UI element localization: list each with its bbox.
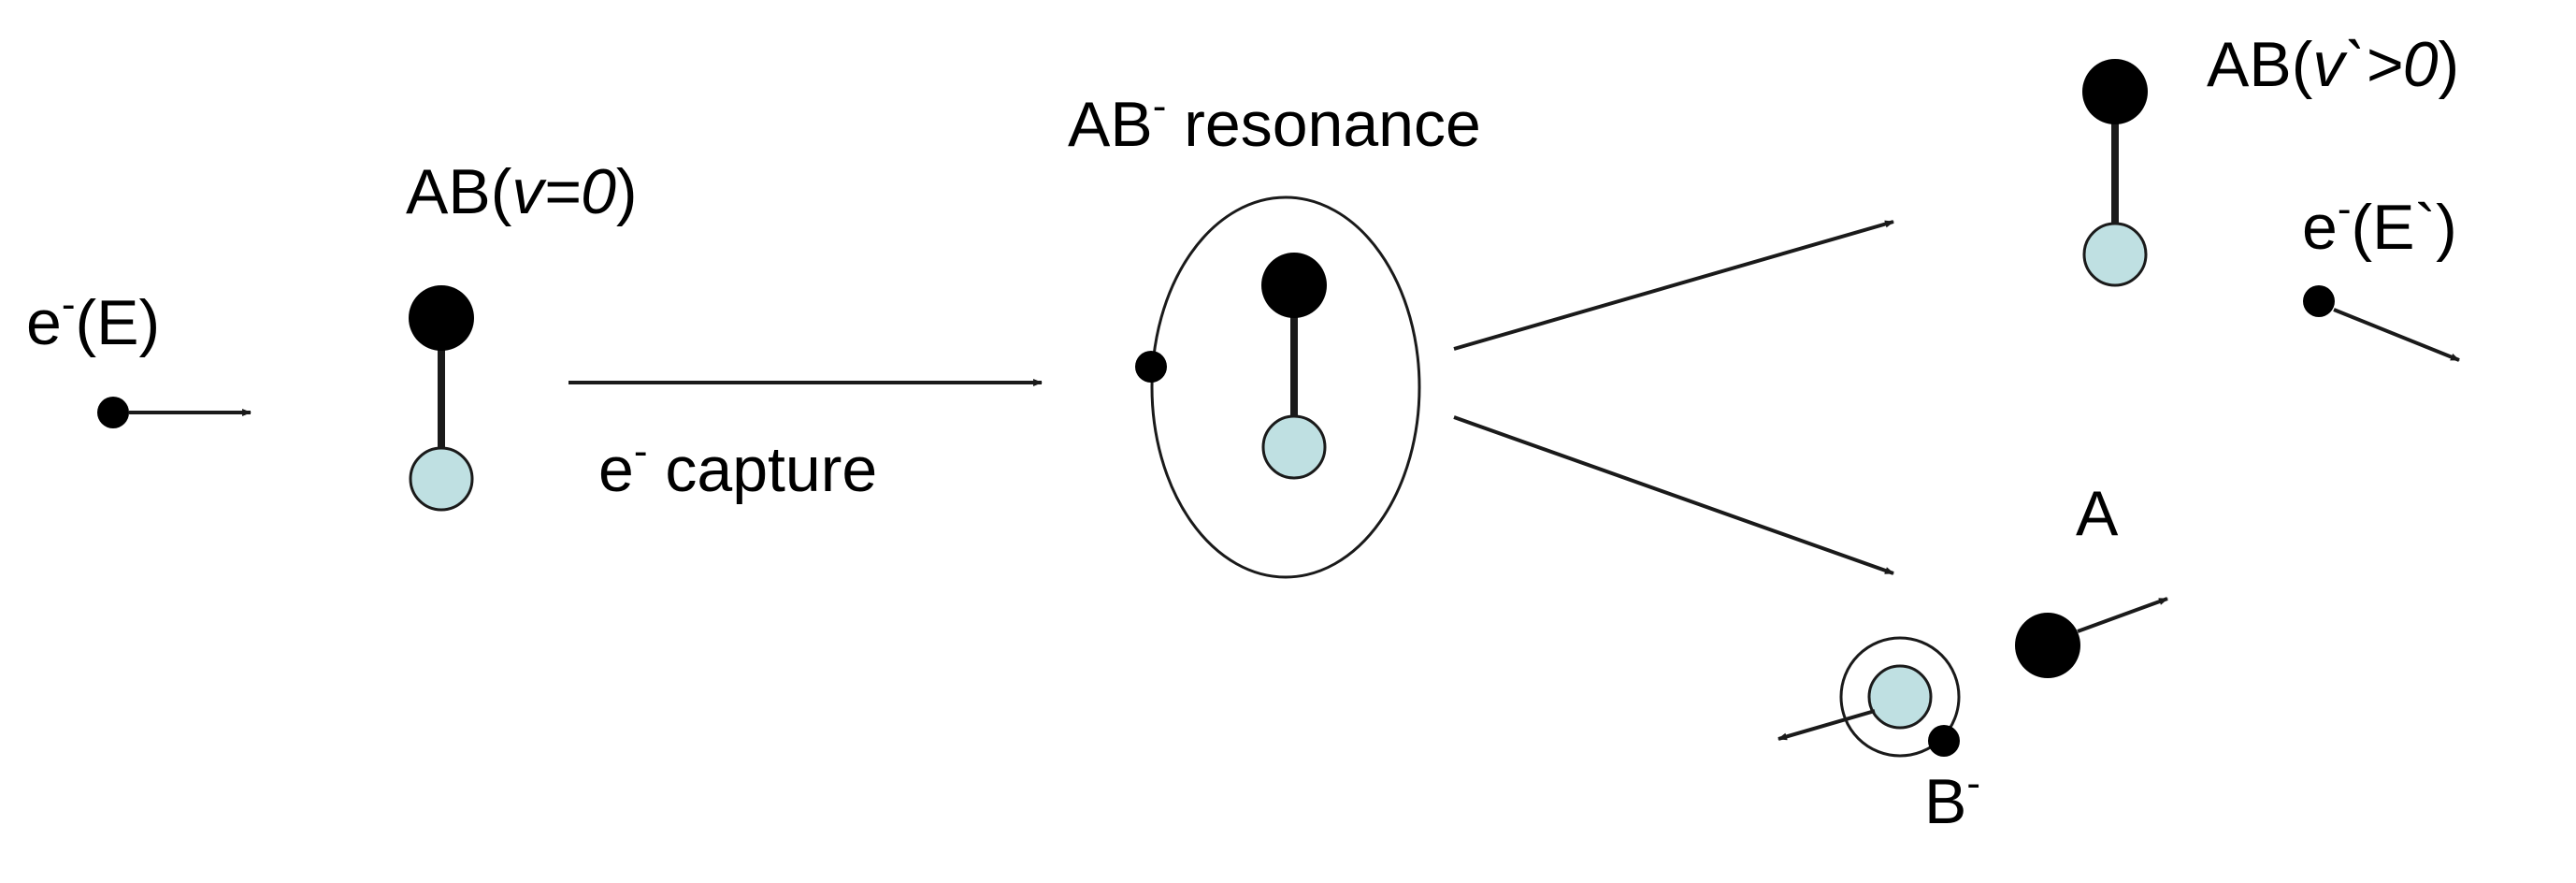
excited-molecule-atom-b bbox=[2082, 222, 2148, 287]
capture-label: e- capture bbox=[598, 428, 877, 505]
excited-molecule-label: AB(v`>0) bbox=[2207, 29, 2459, 100]
resonance-atom-a bbox=[1261, 253, 1327, 318]
fragment-b-velocity-arrow bbox=[1777, 709, 1876, 741]
fragment-a-velocity-arrow bbox=[2077, 597, 2168, 633]
ground-state-atom-a bbox=[409, 285, 474, 351]
fragment-a-group: A bbox=[2015, 478, 2168, 678]
excited-molecule-atom-a bbox=[2082, 59, 2148, 124]
dissociative-attachment-channel-arrow bbox=[1453, 415, 1894, 575]
resonance-envelope bbox=[1150, 195, 1421, 579]
scattered-electron-velocity-arrow bbox=[2333, 308, 2460, 362]
capture-step-group: e- capture bbox=[568, 379, 1043, 505]
autodetachment-channel-arrow bbox=[1453, 220, 1894, 351]
incoming-electron bbox=[97, 397, 129, 428]
resonance-atom-b bbox=[1261, 414, 1327, 480]
resonance-label: AB- resonance bbox=[1068, 83, 1481, 160]
ground-state-atom-b bbox=[409, 446, 474, 512]
scattered-electron-group: e-(E`) bbox=[2302, 186, 2460, 362]
fragment-b-anion-orbit bbox=[1839, 636, 1961, 758]
fragment-b-anion-group: B- bbox=[1777, 636, 1980, 837]
fragment-a-atom bbox=[2015, 613, 2080, 678]
scattered-electron bbox=[2303, 285, 2335, 317]
ground-state-molecule-label: AB(v=0) bbox=[406, 156, 638, 227]
incoming-electron-group: e-(E) bbox=[26, 282, 252, 428]
incoming-electron-label: e-(E) bbox=[26, 282, 160, 358]
resonance-captured-electron bbox=[1135, 351, 1167, 383]
ground-state-molecule-group: AB(v=0) bbox=[406, 156, 638, 512]
fragment-b-atom bbox=[1867, 664, 1933, 730]
fragment-b-attached-electron bbox=[1928, 725, 1960, 757]
fragment-b-anion-label: B- bbox=[1924, 760, 1980, 837]
excited-molecule-group: AB(v`>0) bbox=[2082, 29, 2459, 287]
resonance-group: AB- resonance bbox=[1068, 83, 1481, 579]
scattered-electron-label: e-(E`) bbox=[2302, 186, 2457, 263]
fragment-a-label: A bbox=[2076, 478, 2119, 549]
